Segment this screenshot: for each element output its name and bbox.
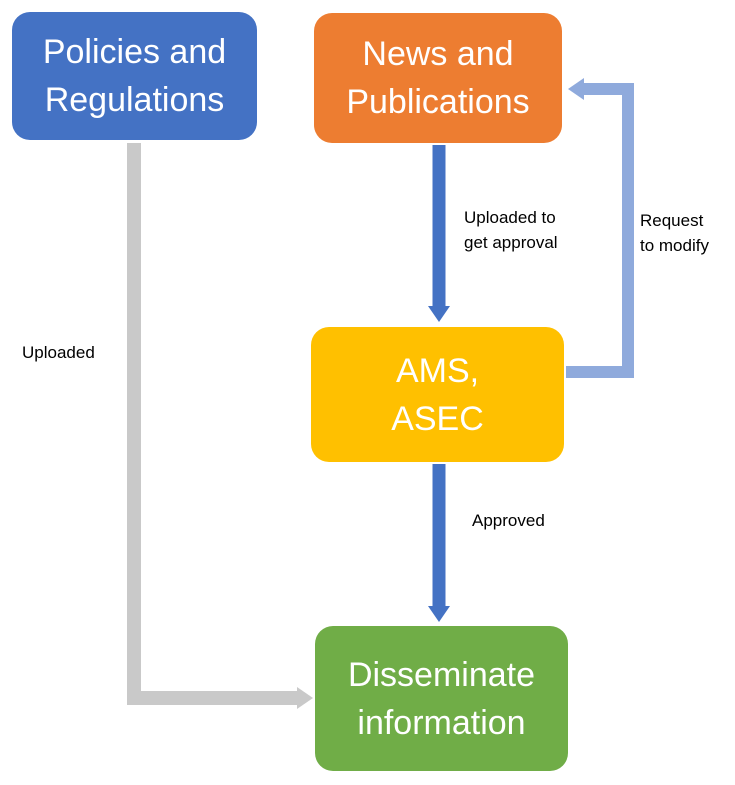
arrowhead-ams-top: [428, 306, 450, 322]
edge-label-uploaded-to-get-approval: Uploaded to get approval: [464, 208, 558, 252]
edge-label-uploaded: Uploaded: [22, 343, 95, 362]
node-policies-and-regulations: Policies and Regulations: [12, 12, 257, 140]
arrow-policies-to-disseminate: [127, 143, 300, 705]
node-news-and-publications: News and Publications: [314, 13, 562, 143]
node-disseminate-information: Disseminate information: [315, 626, 568, 771]
node-label: Disseminate information: [347, 655, 536, 742]
node-label: News and Publications: [346, 35, 530, 121]
arrowhead-disseminate-top: [428, 606, 450, 622]
node-ams-asec: AMS, ASEC: [311, 327, 564, 462]
node-label: Policies and Regulations: [42, 33, 227, 119]
node-label: AMS, ASEC: [391, 351, 484, 438]
arrowhead-disseminate-left: [297, 687, 313, 709]
edge-label-approved: Approved: [472, 511, 545, 530]
arrowhead-news-right: [568, 78, 584, 100]
edge-label-request-to-modify: Request to modify: [640, 211, 709, 255]
arrow-ams-to-news: [566, 83, 634, 378]
